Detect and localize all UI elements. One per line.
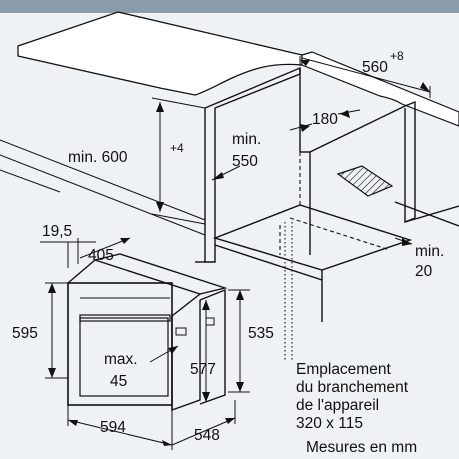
niche-height-tolerance: +4: [170, 141, 184, 155]
note-line-1: Emplacement: [296, 361, 391, 378]
body-height-outer-label: 535: [248, 325, 274, 342]
niche-width-tolerance: +8: [390, 49, 404, 63]
niche-width-label: 560: [362, 59, 388, 76]
min-depth-label: min.: [232, 131, 261, 148]
oven-body: [171, 288, 226, 411]
header-bar: [0, 0, 459, 13]
worktop-right: [301, 51, 459, 127]
door-depth-label: 405: [88, 247, 114, 264]
max-value: 45: [110, 373, 127, 390]
side-gap-value: 20: [415, 263, 433, 280]
side-gap-label: min.: [415, 243, 444, 260]
note-line-4: 320 x 115: [296, 415, 363, 432]
oven-door-window: [79, 317, 169, 397]
niche-height-label: min. 600: [68, 149, 128, 166]
oven-depth-label: 548: [194, 427, 220, 444]
oven-height-label: 595: [12, 325, 38, 342]
worktop: [17, 11, 303, 96]
note-line-3: de l'appareil: [296, 397, 379, 414]
max-label: max.: [104, 351, 138, 368]
note-line-2: du branchement: [296, 379, 409, 396]
units-note: Mesures en mm: [306, 439, 417, 456]
connection-offset-label: 180: [312, 111, 338, 128]
front-overhang-label: 19,5: [42, 223, 72, 240]
body-height-label: 577: [190, 361, 216, 378]
oven-handle: [79, 314, 171, 322]
left-cabinet-panel: [204, 108, 216, 263]
min-depth-value: 550: [232, 153, 258, 170]
connection-area: [336, 165, 394, 197]
niche-floor: [212, 204, 413, 271]
oven-width-label: 594: [100, 419, 126, 436]
